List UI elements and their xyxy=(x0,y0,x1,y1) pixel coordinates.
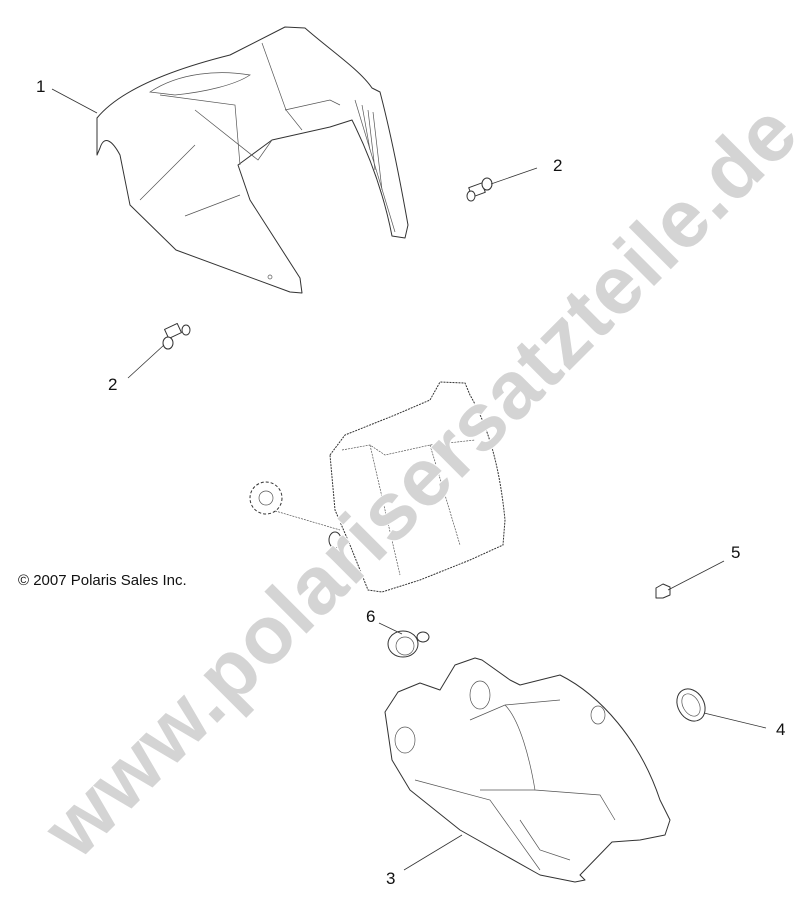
callout-2-right: 2 xyxy=(553,156,563,175)
lower-housing-part xyxy=(384,657,671,883)
upper-cover-part xyxy=(96,26,409,294)
callout-6: 6 xyxy=(366,607,376,626)
grommet-ring-part xyxy=(676,688,706,722)
copyright-notice: © 2007 Polaris Sales Inc. xyxy=(18,572,187,589)
indicator-plug-part xyxy=(387,630,430,658)
headlight-assembly-part xyxy=(249,381,506,593)
callout-5: 5 xyxy=(731,543,741,562)
leader-lines xyxy=(51,88,767,871)
screw-left-part xyxy=(162,323,191,350)
clip-nut-part xyxy=(655,583,671,599)
callout-1: 1 xyxy=(36,77,46,96)
screw-right-part xyxy=(466,177,493,202)
callout-2-left: 2 xyxy=(108,375,118,394)
callout-3: 3 xyxy=(386,869,396,888)
callout-4: 4 xyxy=(776,720,786,739)
